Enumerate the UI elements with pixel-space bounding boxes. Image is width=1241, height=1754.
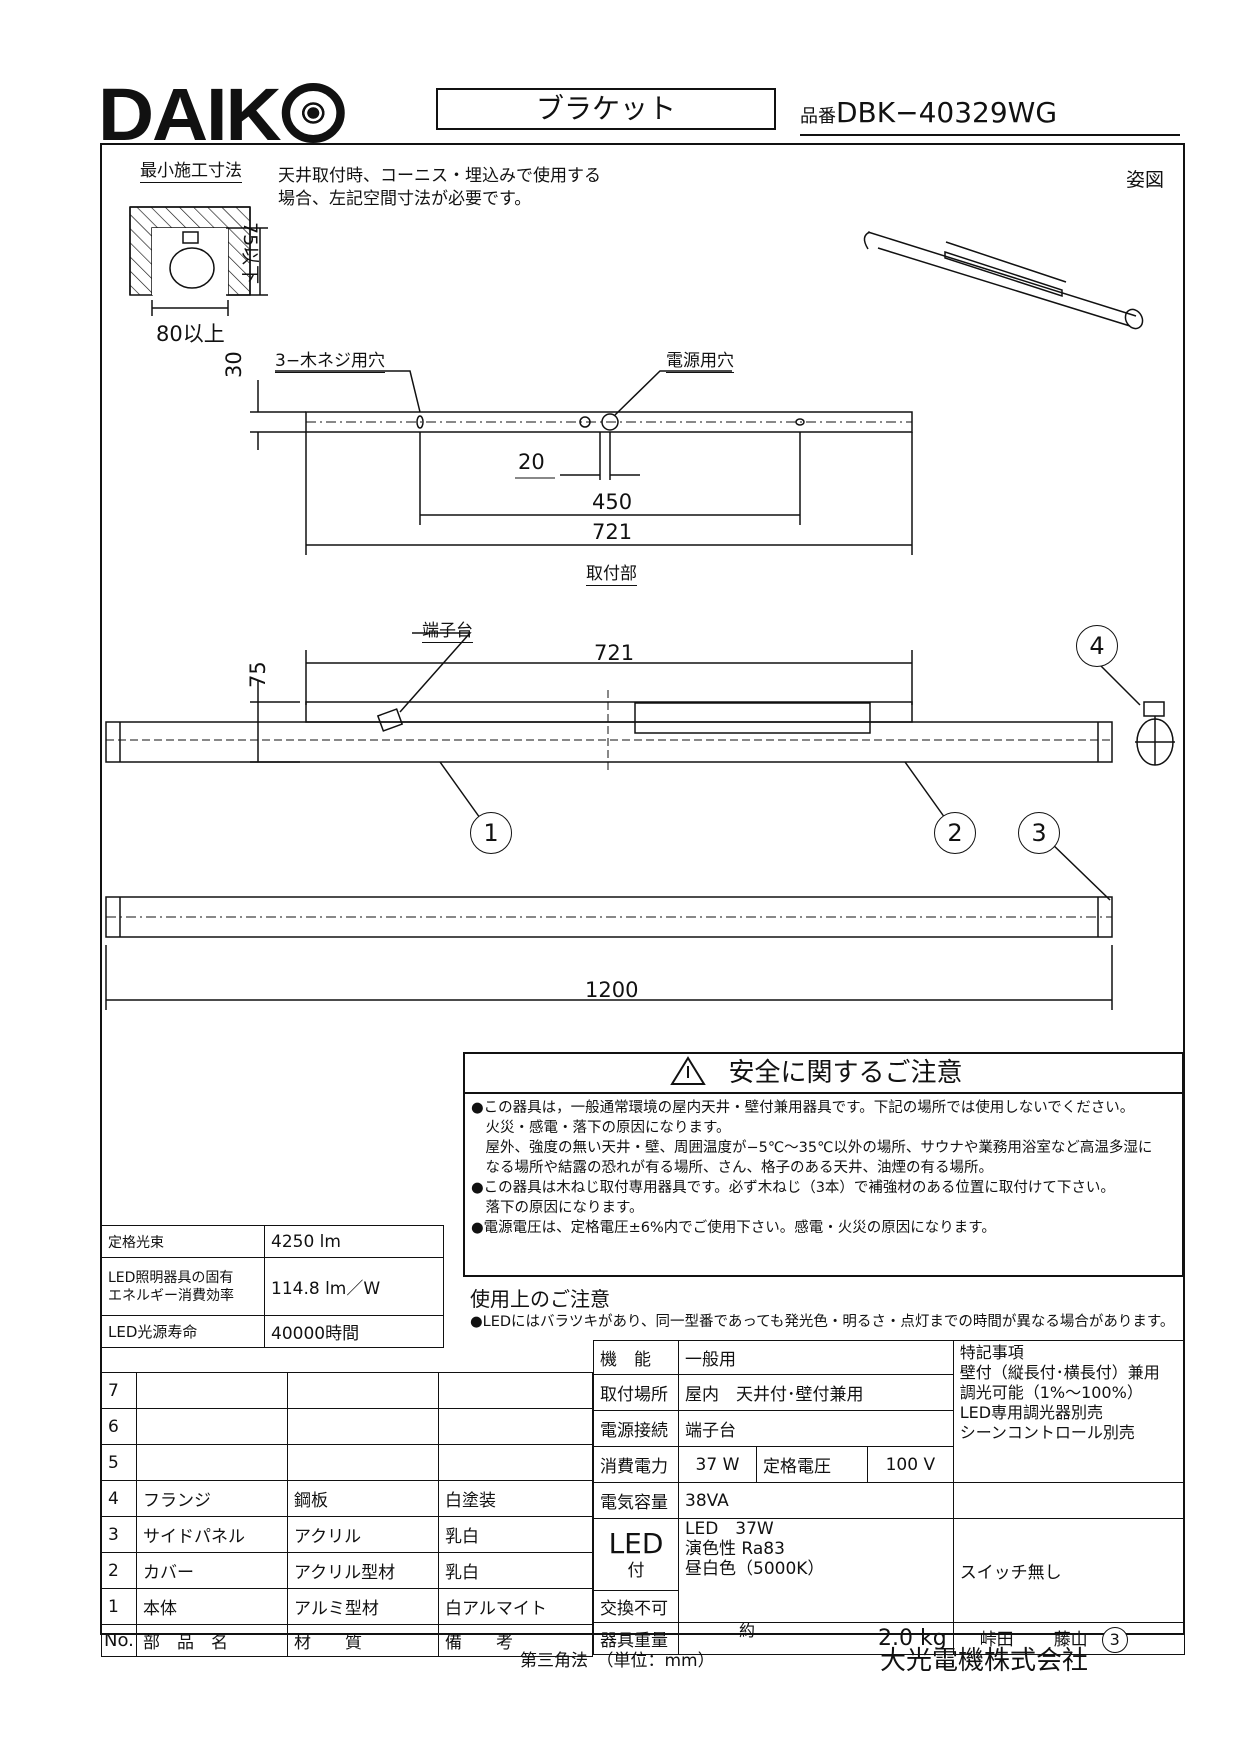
mount-dim-30: 30: [222, 351, 246, 378]
rated-label: 定格光束: [101, 1225, 265, 1258]
front-dim-75: 75: [246, 661, 270, 688]
install-width-label: 80以上: [156, 322, 225, 346]
projection-method: 第三角法 （単位：mm）: [520, 1651, 715, 1671]
safety-line: 火災・感電・落下の原因になります。: [471, 1120, 731, 1136]
rated-value: 114.8 lm／W: [264, 1257, 444, 1316]
callout-2: 2: [934, 812, 976, 854]
front-dim-721: 721: [594, 641, 635, 665]
safety-line: 屋外、強度の無い天井・壁、周囲温度が−5℃〜35℃以外の場所、サウナや業務用浴室…: [471, 1140, 1153, 1156]
install-height-label: 75以下: [239, 222, 261, 285]
safety-line: ●この器具は，一般通常環境の屋内天井・壁付兼用器具です。下記の場所では使用しない…: [471, 1100, 1135, 1116]
mount-dim-450: 450: [592, 490, 633, 514]
product-type: ブラケット: [436, 88, 776, 130]
company-name: 大光電機株式会社: [880, 1646, 1089, 1676]
front-view: [105, 632, 1175, 901]
callout-4: 4: [1076, 625, 1118, 667]
warning-icon: [670, 1056, 706, 1085]
mounting-plate: [250, 370, 913, 555]
safety-line: なる場所や結露の恐れが有る場所、さん、格子のある天井、油煙の有る場所。: [471, 1160, 993, 1176]
terminal-label: 端子台: [422, 621, 473, 643]
callout-1: 1: [470, 812, 512, 854]
switch-note: スイッチ無し: [952, 1518, 1186, 1623]
install-note-1: 天井取付時、コーニス・埋込みで使用する: [278, 166, 601, 186]
part-no: 5: [101, 1444, 137, 1481]
perspective-view: [863, 231, 1144, 330]
bottom-dim-1200: 1200: [585, 978, 639, 1002]
install-detail: [129, 206, 268, 316]
part-no: 7: [101, 1372, 137, 1409]
mount-dim-721: 721: [592, 520, 633, 544]
screw-hole-label: 3−木ネジ用穴: [275, 351, 386, 373]
mount-section-label: 取付部: [586, 564, 637, 586]
spec-value: 一般用: [678, 1340, 954, 1375]
view-label: 姿図: [1126, 169, 1165, 191]
rated-value: 40000時間: [264, 1315, 444, 1348]
part-number: 品番DBK−40329WG: [800, 96, 1180, 136]
power-hole-label: 電源用穴: [666, 351, 734, 373]
logo-o-mark: [281, 83, 345, 143]
rated-label: LED光源寿命: [101, 1315, 265, 1348]
safety-line: ●電源電圧は、定格電圧±6%内でご使用下さい。感電・火災の原因になります。: [471, 1220, 996, 1236]
spec-label: 機 能: [593, 1340, 679, 1375]
part-no: 6: [101, 1408, 137, 1445]
safety-notice: 安全に関するご注意 ●この器具は，一般通常環境の屋内天井・壁付兼用器具です。下記…: [463, 1052, 1184, 1277]
mount-dim-20: 20: [518, 450, 545, 474]
spec-table: 機 能 一般用 特記事項 壁付（縦長付･横長付）兼用調光可能（1%〜100%）L…: [593, 1340, 1186, 1655]
usage-title: 使用上のご注意: [470, 1287, 610, 1311]
safety-line: ●この器具は木ねじ取付専用器具です。必ず木ねじ（3本）で補強材のある位置に取付け…: [471, 1180, 1115, 1196]
bottom-view: [105, 896, 1113, 1010]
rated-label: LED照明器具の固有エネルギー消費効率: [101, 1257, 265, 1316]
callout-3: 3: [1018, 812, 1060, 854]
safety-title: 安全に関するご注意: [465, 1054, 1182, 1094]
safety-line: 落下の原因になります。: [471, 1200, 644, 1216]
rated-value: 4250 lm: [264, 1225, 444, 1258]
install-title: 最小施工寸法: [140, 161, 242, 183]
special-notes: 特記事項 壁付（縦長付･横長付）兼用調光可能（1%〜100%）LED専用調光器別…: [952, 1340, 1186, 1483]
install-note-2: 場合、左記空間寸法が必要です。: [278, 189, 532, 209]
daiko-logo: DAIK: [98, 78, 345, 152]
usage-line: ●LEDにはバラツキがあり、同一型番であっても発光色・明るさ・点灯までの時間が異…: [470, 1314, 1175, 1330]
table-header: No.部 品 名材 質備 考: [101, 1624, 593, 1657]
